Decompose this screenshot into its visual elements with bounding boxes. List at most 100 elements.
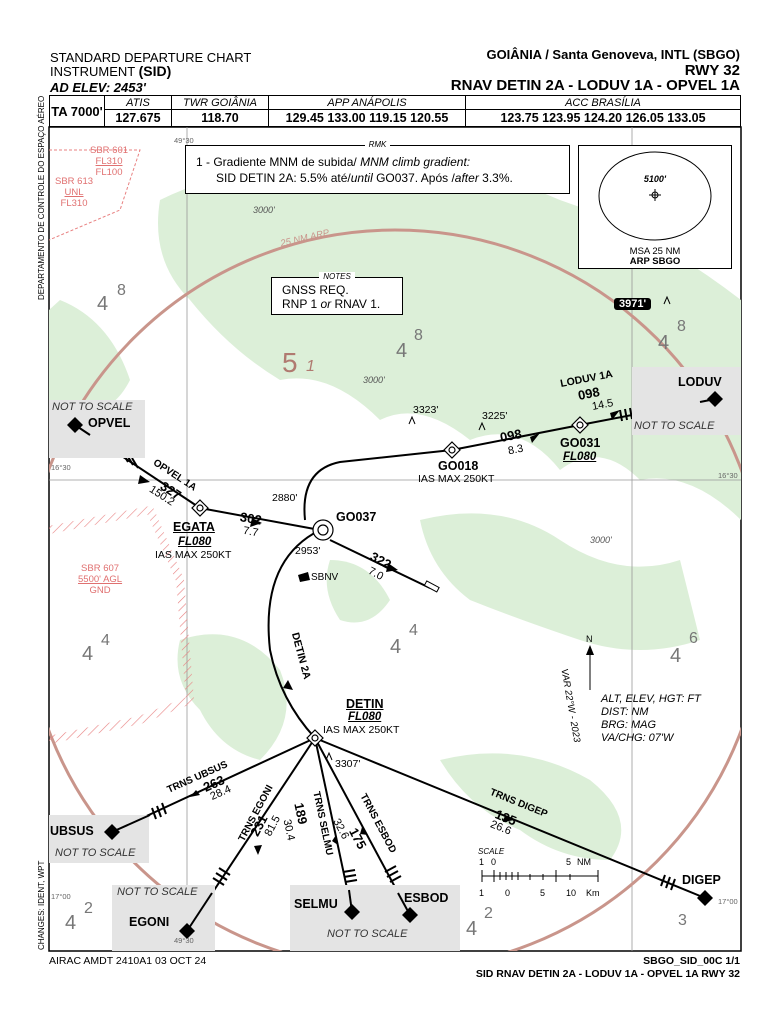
leg-go018-go031 bbox=[451, 424, 581, 451]
scale-km-tick: 5 bbox=[540, 888, 546, 898]
contour-label: 3000' bbox=[363, 375, 385, 385]
scale-km-unit: Km bbox=[586, 888, 600, 898]
go018-speed: IAS MAX 250KT bbox=[418, 473, 495, 485]
terrain-number: 6 bbox=[689, 630, 698, 647]
spot-marks bbox=[325, 295, 671, 761]
grid-lat-label-right: 16°30 bbox=[718, 471, 738, 480]
sbr607-lower: GND bbox=[89, 585, 111, 596]
wpt-go037: GO037 bbox=[336, 510, 377, 524]
wpt-opvel: OPVEL bbox=[88, 416, 131, 430]
leg-ticks bbox=[121, 407, 676, 891]
contour-label: 3000' bbox=[253, 205, 275, 215]
runway-32 bbox=[423, 580, 440, 593]
direction-arrows bbox=[138, 410, 620, 855]
scale-nm-tick: 0 bbox=[491, 857, 497, 867]
grid-lon-label: 49°30 bbox=[174, 136, 194, 145]
units-line3: BRG: MAG bbox=[601, 719, 657, 731]
rmk-l2b: until bbox=[350, 171, 373, 185]
selmu-esbod-nts-box bbox=[290, 885, 460, 951]
acc-freq: 123.75 123.95 124.20 126.05 133.05 bbox=[500, 110, 706, 125]
terrain-number: 8 bbox=[117, 282, 126, 299]
scale-nm-tick: 5 bbox=[566, 857, 572, 867]
sbr607-upper: 5500' AGL bbox=[78, 574, 123, 585]
leg-go037-go018 bbox=[303, 449, 453, 521]
spot-elevation: 3225' bbox=[482, 410, 508, 422]
twr-freq: 118.70 bbox=[201, 110, 239, 125]
app-label: APP ANÁPOLIS bbox=[269, 97, 465, 110]
msa-circle bbox=[598, 151, 712, 241]
msa-box: 5100' MSA 25 NM ARP SBGO bbox=[578, 145, 732, 269]
rmk-line1: 1 - Gradiente MNM de subida/ MNM climb g… bbox=[196, 155, 470, 169]
scale-bar bbox=[481, 870, 599, 882]
terrain-number: 4 bbox=[396, 340, 408, 362]
rmk-line2: SID DETIN 2A: 5.5% até/until GO037. Após… bbox=[216, 171, 513, 185]
chart-type-line2: INSTRUMENT (SID) bbox=[50, 63, 172, 80]
flyby-waypoints bbox=[191, 416, 589, 747]
msa-line2: ARP SBGO bbox=[629, 256, 681, 267]
terrain-number: 5 bbox=[282, 347, 298, 378]
side-label-changes: CHANGES: IDENT, WPT bbox=[37, 860, 46, 950]
wpt-selmu: SELMU bbox=[294, 897, 338, 911]
units-legend: ALT, ELEV, HGT: FT DIST: NM BRG: MAG VA/… bbox=[601, 693, 701, 745]
restricted-area-sbr607 bbox=[49, 505, 195, 744]
leg-detin-selmu bbox=[314, 737, 353, 913]
max-elevation-badge: 3971' bbox=[614, 298, 652, 310]
wpt-digep: DIGEP bbox=[682, 873, 721, 887]
scale-km-tick: 10 bbox=[566, 888, 577, 898]
terrain-number: 4 bbox=[82, 643, 94, 665]
terrain-number: 4 bbox=[65, 912, 77, 934]
arp-25nm-ring bbox=[49, 228, 741, 951]
wpt-egoni: EGONI bbox=[129, 915, 170, 929]
sbr601-lower: FL100 bbox=[95, 167, 123, 178]
terrain-number: 2 bbox=[484, 905, 493, 922]
nts-loduv: NOT TO SCALE bbox=[634, 420, 715, 432]
nts-opvel: NOT TO SCALE bbox=[52, 401, 133, 413]
terrain-number: 8 bbox=[414, 327, 423, 344]
spot-elevation: 2880' bbox=[272, 492, 298, 504]
spot-elevation: 3323' bbox=[413, 404, 439, 416]
sbr601-upper: FL310 bbox=[95, 156, 123, 167]
chart-type-abbr: (SID) bbox=[138, 63, 172, 79]
msa-altitude: 5100' bbox=[643, 174, 667, 184]
digep-symbol bbox=[697, 890, 713, 906]
grid-lat2-label: 17°00 bbox=[51, 892, 71, 901]
chart-type-line1: STANDARD DEPARTURE CHART bbox=[50, 50, 252, 65]
terrain-number: 4 bbox=[101, 632, 110, 649]
terrain-number: 4 bbox=[658, 332, 670, 354]
notes-line1: GNSS REQ. bbox=[282, 283, 349, 297]
rmk-l2a: SID DETIN 2A: 5.5% até/ bbox=[216, 171, 351, 185]
rmk-box: RMK 1 - Gradiente MNM de subida/ MNM cli… bbox=[185, 140, 570, 194]
atis-freq: 127.675 bbox=[115, 110, 161, 125]
sbr613-upper: UNL bbox=[64, 187, 84, 198]
rmk-l2c: GO037. Após / bbox=[372, 171, 455, 185]
go031-altitude: FL080 bbox=[563, 451, 597, 463]
app-freq: 129.45 133.00 119.15 120.55 bbox=[285, 110, 449, 125]
rmk-l2e: 3.3%. bbox=[478, 171, 513, 185]
notes-line2: RNP 1 or RNAV 1. bbox=[282, 297, 380, 311]
notes-l2a: RNP 1 bbox=[282, 297, 321, 311]
egata-speed: IAS MAX 250KT bbox=[155, 549, 232, 561]
airac-amendment: AIRAC AMDT 2410A1 03 OCT 24 bbox=[49, 955, 207, 967]
leg-go037-detin bbox=[267, 529, 321, 739]
terrain-number: 2 bbox=[84, 900, 93, 917]
rmk-line1-en: MNM climb gradient: bbox=[360, 155, 471, 169]
rmk-l2d: after bbox=[454, 171, 479, 185]
scale-km-tick: 1 bbox=[479, 888, 485, 898]
nts-ubsus: NOT TO SCALE bbox=[55, 847, 136, 859]
scale-title: SCALE bbox=[478, 847, 505, 856]
grid-lat2-label-right: 17°00 bbox=[718, 897, 738, 906]
procedure-name: RNAV DETIN 2A - LODUV 1A - OPVEL 1A bbox=[450, 77, 740, 94]
rmk-line1-pt: 1 - Gradiente MNM de subida/ bbox=[196, 155, 361, 169]
terrain-number: 4 bbox=[670, 645, 682, 667]
runway-extension bbox=[329, 539, 431, 589]
side-label-decea: DEPARTAMENTO DE CONTROLE DO ESPAÇO AÉREO bbox=[37, 95, 46, 300]
runway-label: RWY 32 bbox=[684, 62, 740, 79]
leg-egata-go037 bbox=[199, 507, 321, 531]
sbr607-id: SBR 607 bbox=[81, 563, 120, 574]
msa-line1: MSA 25 NM bbox=[629, 246, 681, 257]
